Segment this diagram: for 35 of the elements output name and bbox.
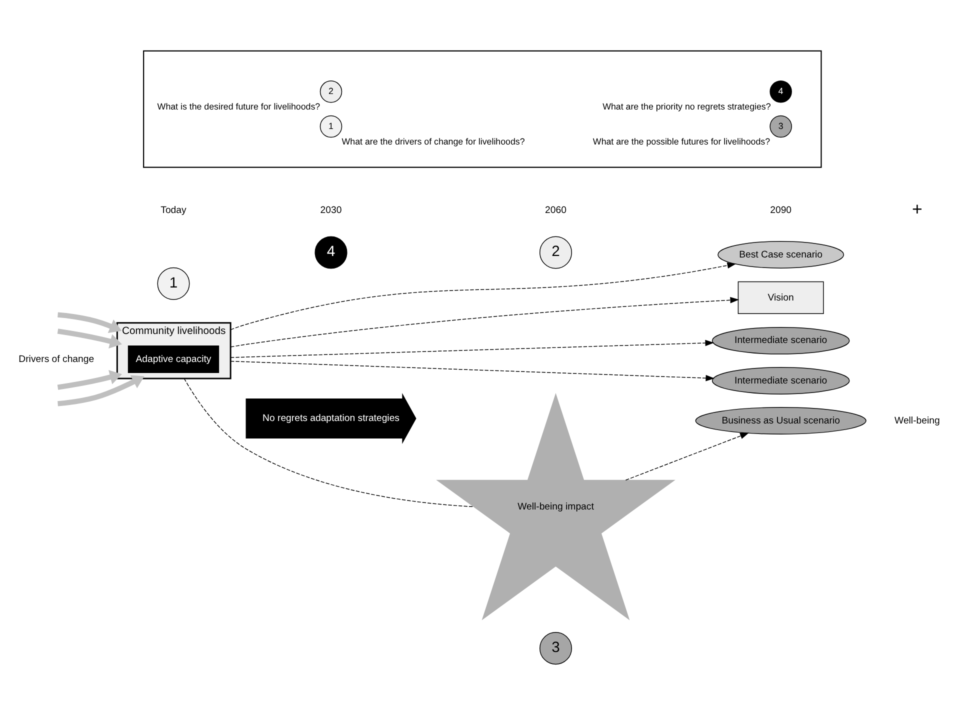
arrow: [57, 328, 122, 348]
cluster: [143, 50, 822, 168]
arrow: [58, 375, 144, 406]
arrow: [230, 360, 715, 382]
node-ellipse: Intermediate scenario: [712, 367, 850, 394]
label: 2090: [770, 204, 792, 216]
node-label: What are the possible futures for livelihoods?: [592, 136, 770, 146]
label: 2030: [320, 204, 342, 216]
arrow: [58, 312, 122, 333]
node-box: Vision: [738, 281, 824, 314]
node-circle: 3: [539, 632, 572, 665]
arrow: [57, 370, 122, 390]
node-circle: 1: [157, 267, 190, 300]
arrow: [230, 297, 740, 348]
node-circle: 3: [770, 115, 792, 138]
label: Today: [160, 204, 186, 216]
node-circle: 4: [770, 80, 792, 103]
connector: [184, 378, 474, 508]
arrow: [230, 262, 736, 330]
node-label: What are the priority no regrets strategies?: [602, 102, 771, 112]
arrow: [625, 432, 749, 480]
node-circle: 1: [320, 115, 342, 138]
node-label: What is the desired future for livelihoods?: [157, 102, 320, 112]
node-ellipse: Intermediate scenario: [712, 327, 850, 354]
node-circle: 4: [314, 236, 348, 269]
arrow: [230, 340, 714, 358]
node-box: Adaptive capacity: [128, 346, 220, 373]
label: Well-being: [894, 415, 940, 426]
label: 2060: [545, 204, 566, 216]
label: Drivers of change: [18, 354, 94, 365]
node-ellipse: Business as Usual scenario: [695, 407, 866, 434]
label: +: [912, 198, 922, 219]
node-circle: 2: [539, 236, 572, 269]
node-circle: 2: [320, 80, 342, 103]
node-label: What are the drivers of change for livelihoods?: [342, 136, 525, 146]
